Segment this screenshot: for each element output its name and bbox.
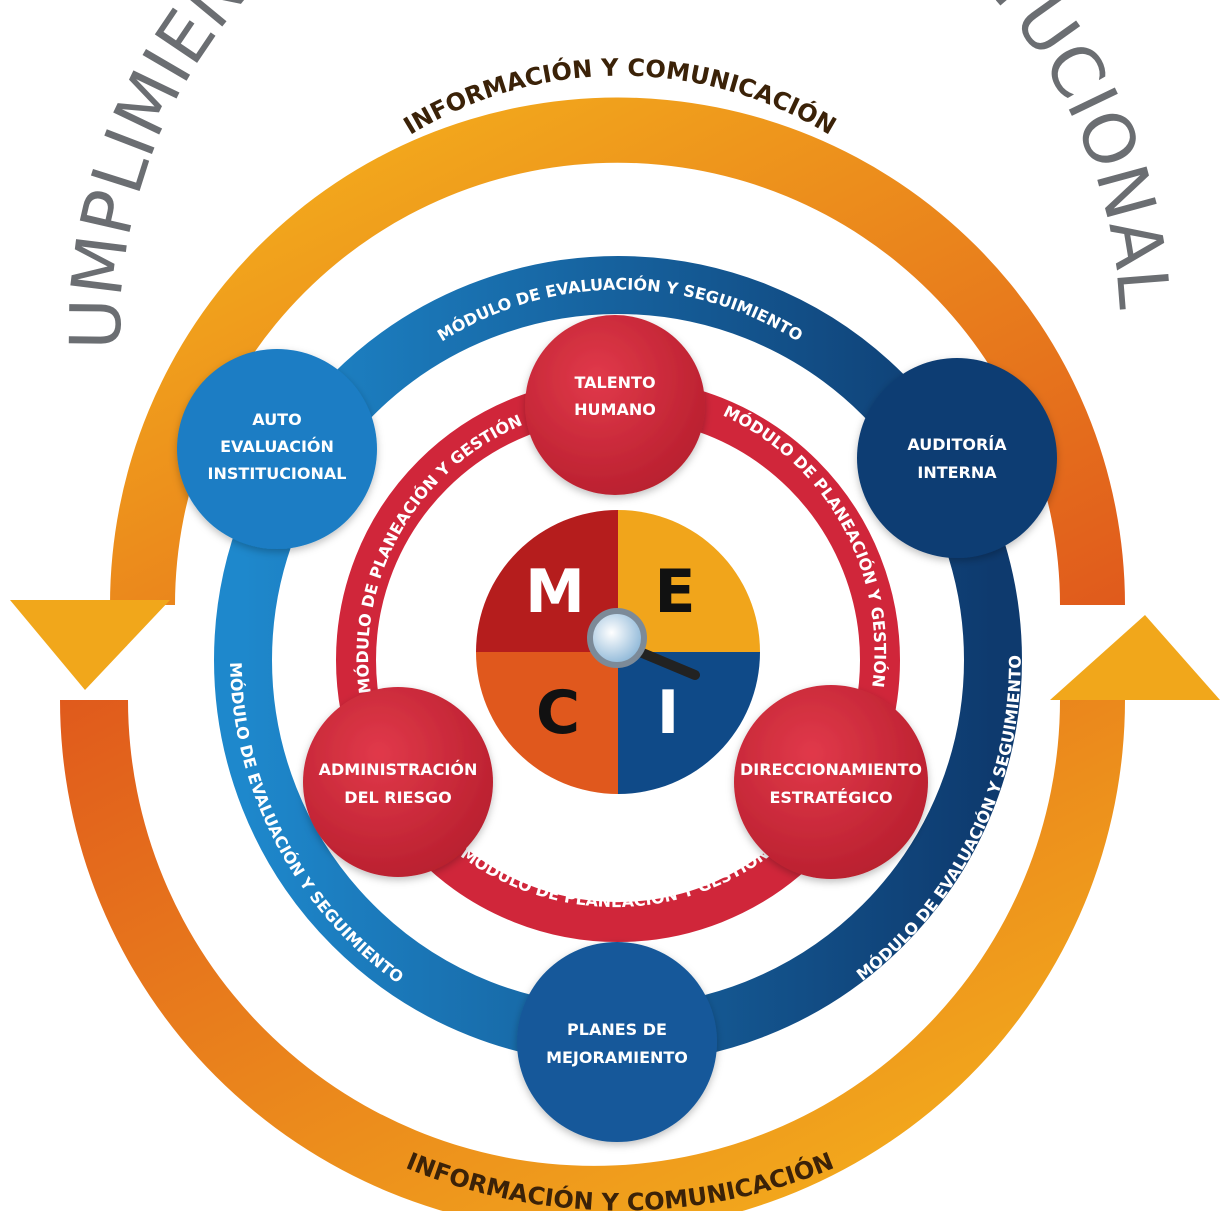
node-auditoria: AUDITORÍA INTERNA — [857, 358, 1057, 558]
node-administracion: ADMINISTRACIÓN DEL RIESGO — [303, 687, 493, 877]
svg-text:AUDITORÍA: AUDITORÍA — [907, 435, 1007, 454]
svg-text:PLANES DE: PLANES DE — [567, 1020, 667, 1039]
svg-text:DEL RIESGO: DEL RIESGO — [344, 788, 451, 807]
meci-letter-e: E — [655, 557, 696, 627]
meci-letter-i: I — [657, 678, 679, 748]
svg-text:ADMINISTRACIÓN: ADMINISTRACIÓN — [319, 760, 478, 779]
svg-text:TALENTO: TALENTO — [574, 373, 655, 392]
svg-text:ESTRATÉGICO: ESTRATÉGICO — [769, 788, 892, 807]
svg-text:INTERNA: INTERNA — [917, 463, 997, 482]
svg-text:EVALUACIÓN: EVALUACIÓN — [220, 437, 334, 456]
svg-text:MEJORAMIENTO: MEJORAMIENTO — [546, 1048, 688, 1067]
svg-text:AUTO: AUTO — [252, 410, 301, 429]
outer-arrow-bottom-arc — [60, 700, 1125, 1211]
outer-ring — [10, 97, 1220, 1211]
meci-letter-c: C — [536, 678, 580, 748]
svg-text:DIRECCIONAMIENTO: DIRECCIONAMIENTO — [740, 760, 922, 779]
svg-text:HUMANO: HUMANO — [574, 400, 656, 419]
node-planes: PLANES DE MEJORAMIENTO — [517, 942, 717, 1142]
meci-quadrant-c — [476, 652, 618, 794]
meci-quadrant-i — [618, 652, 760, 794]
node-talento: TALENTO HUMANO — [525, 315, 705, 495]
outer-arrow-left-head — [10, 600, 170, 690]
meci-quadrant-m — [476, 510, 618, 652]
magnifier-icon — [587, 608, 700, 680]
svg-text:INSTITUCIONAL: INSTITUCIONAL — [208, 464, 347, 483]
outer-arrow-right-head — [1050, 615, 1220, 700]
node-autoevaluacion: AUTO EVALUACIÓN INSTITUCIONAL — [177, 349, 377, 549]
meci-puzzle: M E C I — [476, 510, 760, 794]
outer-arrow-top-arc — [110, 97, 1125, 605]
node-direccionamiento: DIRECCIONAMIENTO ESTRATÉGICO — [734, 685, 928, 879]
meci-quadrant-e — [618, 510, 760, 652]
meci-letter-m: M — [525, 557, 585, 627]
